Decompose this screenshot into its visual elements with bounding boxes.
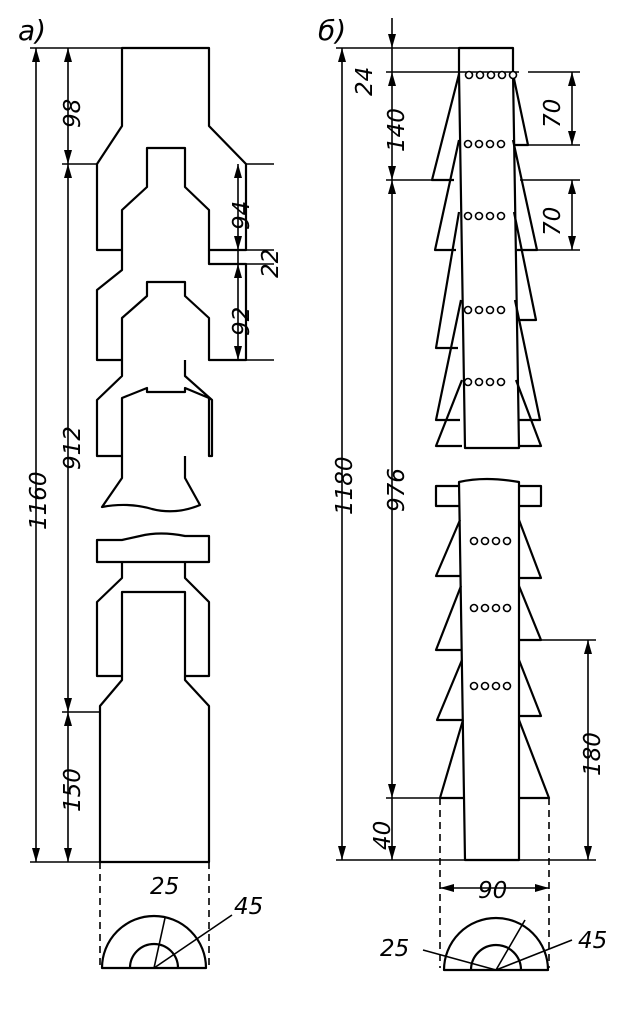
figure-b-bottom-dimension bbox=[388, 798, 396, 860]
figure-a-third-section bbox=[95, 360, 214, 458]
figure-b-total-length: 1180 bbox=[332, 456, 358, 515]
figure-b-total-dimension bbox=[336, 47, 465, 861]
figure-b-bottom-length: 40 bbox=[370, 821, 396, 850]
figure-b-inner-radius: 25 bbox=[380, 936, 409, 962]
figure-b-label: б) bbox=[318, 14, 346, 47]
figure-a-outer-radius: 45 bbox=[234, 894, 263, 920]
figure-a-cup-length: 94 bbox=[229, 201, 255, 230]
figure-a-cup-dimensions bbox=[234, 163, 274, 361]
figure-a-length: 912 bbox=[60, 426, 86, 470]
figure-a-lower-section bbox=[95, 562, 211, 678]
figure-a: а) 25 45 1160 bbox=[18, 14, 284, 970]
figure-b-holes bbox=[463, 70, 518, 691]
figure-a-inner-radius: 25 bbox=[150, 874, 179, 900]
figure-b-outer-radius: 45 bbox=[578, 928, 607, 954]
figure-b-left-fins-upper bbox=[430, 73, 464, 448]
figure-a-second-section bbox=[95, 250, 248, 362]
figure-a-total-length: 1160 bbox=[26, 471, 52, 530]
figure-a-gap: 22 bbox=[258, 249, 284, 278]
figure-b-width: 90 bbox=[478, 878, 507, 904]
figure-b-upper-tube bbox=[457, 46, 521, 450]
figure-b-lower-dimension bbox=[519, 639, 596, 861]
figure-b-length: 976 bbox=[384, 468, 410, 512]
figure-b-pitch: 140 bbox=[384, 108, 410, 152]
figure-b-step2: 70 bbox=[540, 207, 566, 236]
figure-b-step1: 70 bbox=[540, 99, 566, 128]
figure-a-top-dimension bbox=[64, 48, 72, 164]
figure-a-top-section bbox=[95, 46, 248, 252]
figure-b-cross-section bbox=[422, 916, 573, 972]
figure-b-top-dimension bbox=[386, 18, 459, 86]
figure-a-bottom-dimension bbox=[64, 712, 72, 862]
figure-b: б) bbox=[318, 14, 607, 972]
figure-b-length-dimension bbox=[386, 180, 440, 799]
figure-a-top-length: 98 bbox=[60, 99, 86, 128]
figure-a-flare bbox=[100, 456, 202, 513]
figure-a-base bbox=[98, 676, 211, 864]
figure-b-right-fins-lower bbox=[517, 484, 551, 800]
figure-a-bottom-length: 150 bbox=[60, 768, 86, 812]
figure-b-top-length: 24 bbox=[352, 67, 378, 96]
figure-b-lower-length: 180 bbox=[580, 732, 606, 776]
figure-a-connector bbox=[95, 532, 211, 564]
figure-a-cross-section bbox=[100, 914, 233, 970]
figure-b-width-dimension bbox=[440, 884, 549, 892]
figure-b-lower-tube bbox=[457, 477, 521, 862]
figure-b-step-dimensions bbox=[520, 71, 580, 251]
figure-a-label: а) bbox=[18, 14, 46, 47]
figure-a-total-dimension bbox=[30, 47, 122, 863]
figure-a-cup2-length: 92 bbox=[229, 307, 255, 336]
figure-b-pitch-dimension bbox=[386, 72, 432, 181]
